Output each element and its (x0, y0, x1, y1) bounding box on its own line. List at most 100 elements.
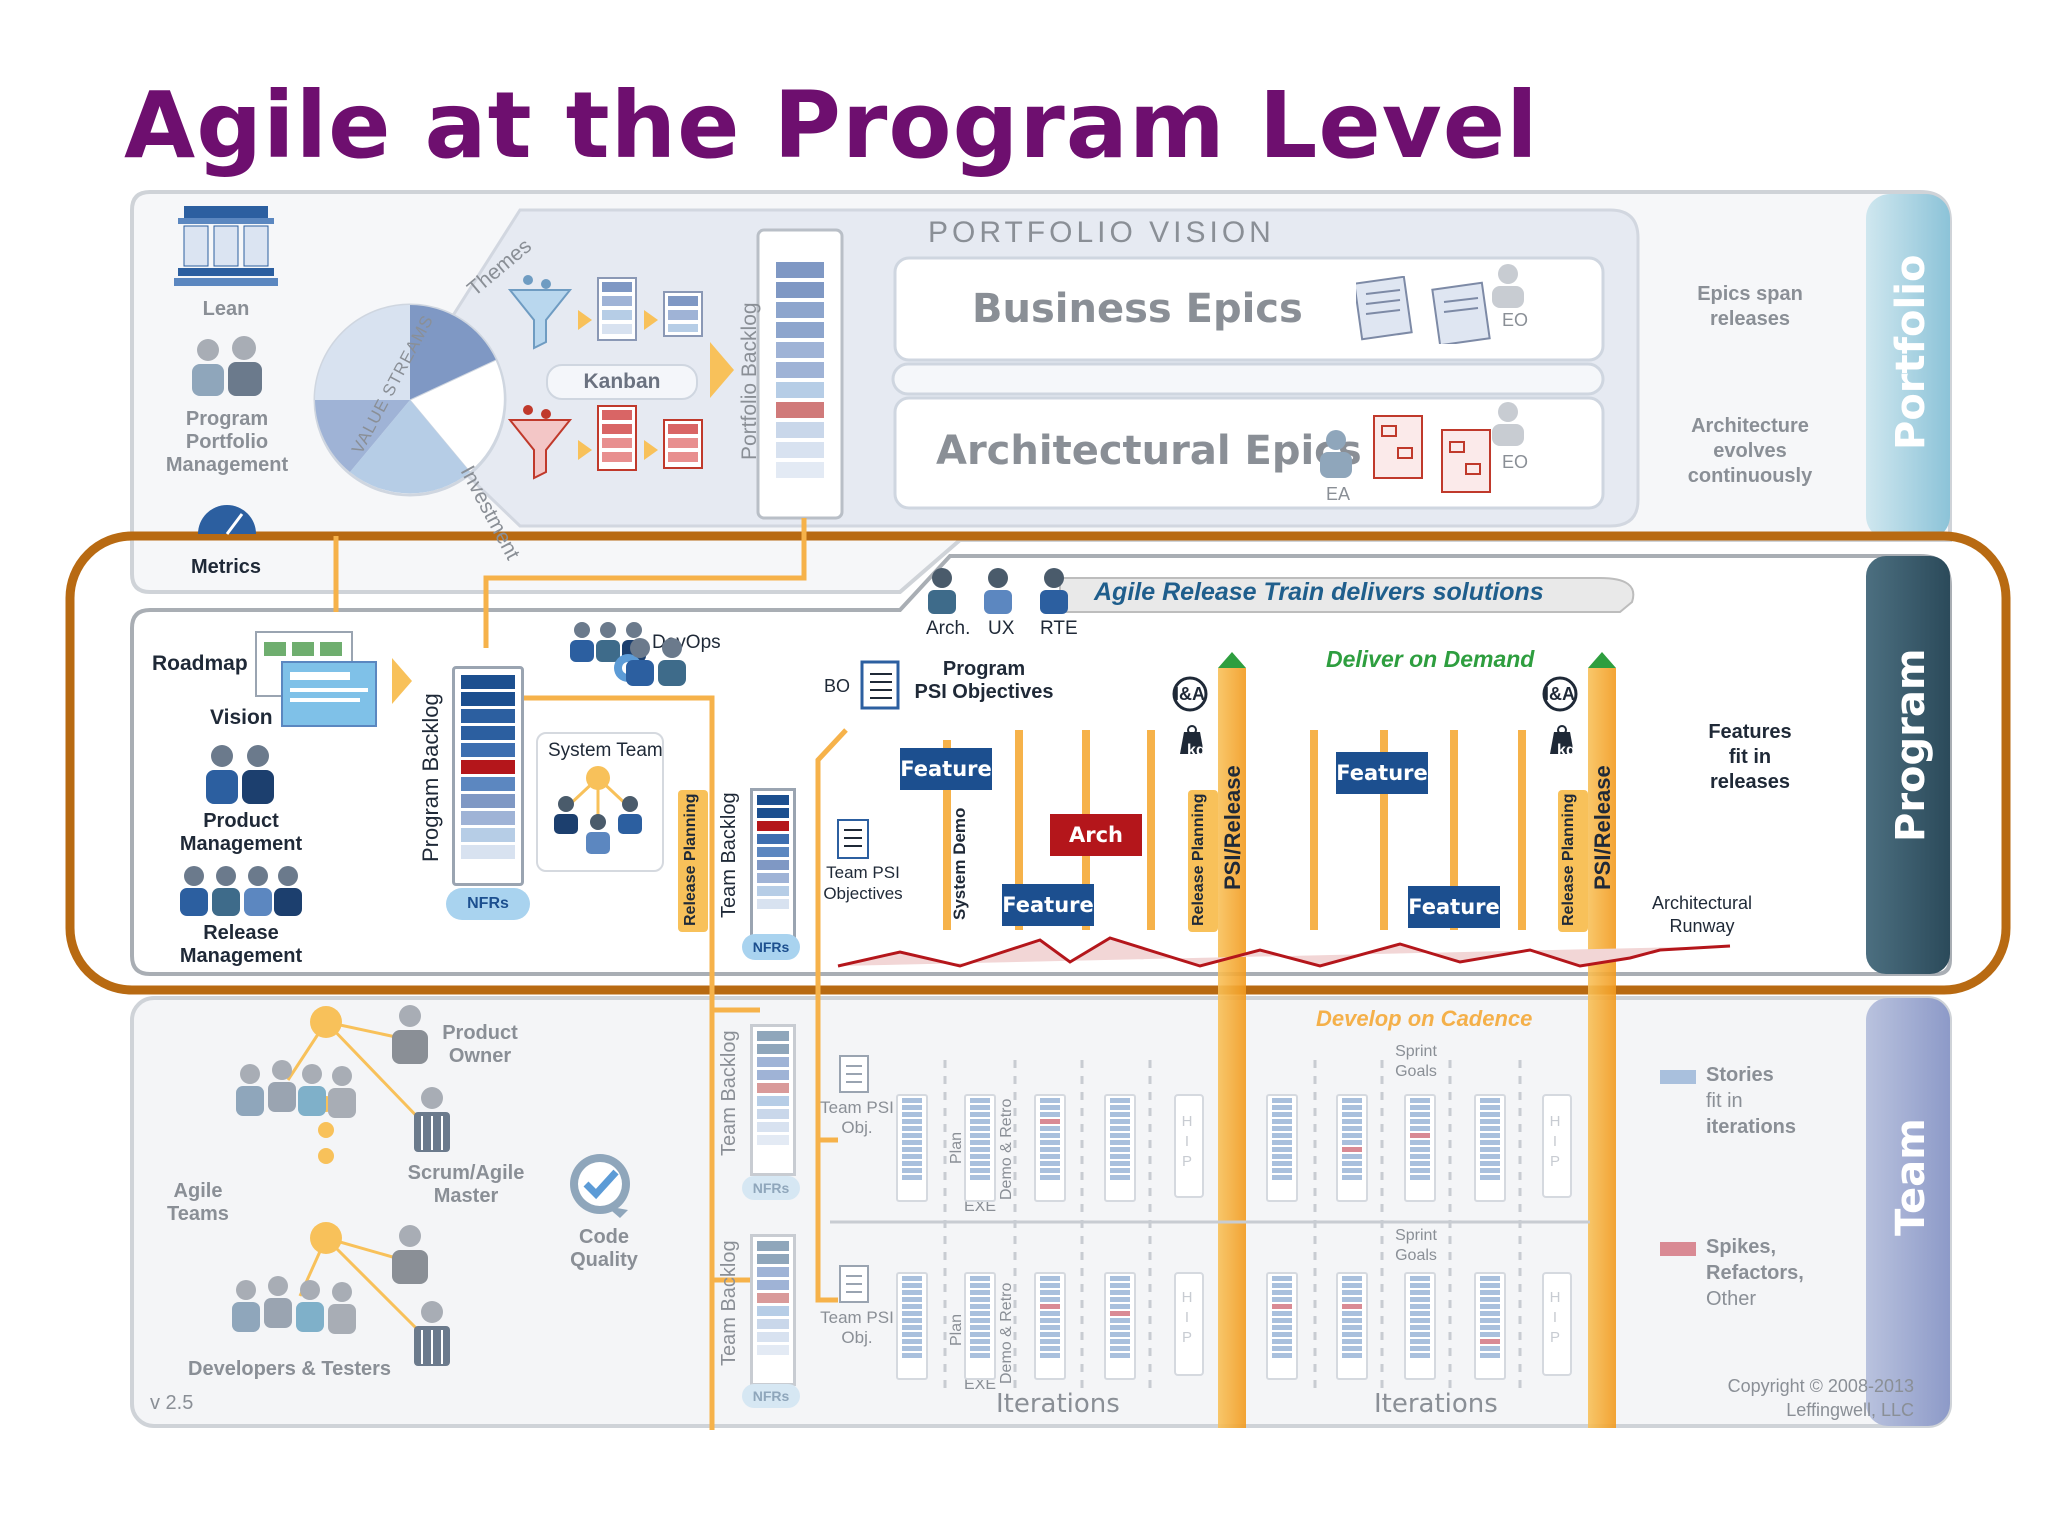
program-nfrs-badge: NFRs (446, 888, 530, 920)
features-fit-note-line-1: Features (1708, 721, 1792, 743)
feature-block-2: Feature (1002, 884, 1094, 926)
iteration-stack (1336, 1094, 1368, 1202)
product-management-label-line-2: Management (179, 833, 303, 855)
team-psi-obj-label-1-line-1: Team PSI (820, 1098, 894, 1117)
business-epic-documents-icon (1356, 276, 1491, 344)
stories-legend-line-1: Stories (1706, 1064, 1774, 1086)
portfolio-backlog-stack (776, 262, 824, 482)
team-dot-2 (318, 1122, 334, 1138)
deliver-on-demand-label: Deliver on Demand (1326, 646, 1535, 672)
kanban-funnels-icon (507, 275, 703, 480)
hip-label-2: H I P (1549, 1113, 1561, 1170)
program-psi-objectives-label: Program PSI Objectives (894, 658, 1074, 704)
code-quality-label-line-2: Quality (570, 1249, 638, 1271)
team-dot-3 (318, 1148, 334, 1164)
system-demo-label: System Demo (950, 807, 969, 920)
iteration-stack (1404, 1272, 1436, 1380)
team-backlog-column-1 (750, 1024, 796, 1176)
program-team-backlog-label: Team Backlog (718, 792, 740, 918)
rte-role-label: RTE (1040, 618, 1078, 639)
iteration-stack (1404, 1094, 1436, 1202)
epics-span-note-line-3: releases (1709, 308, 1791, 330)
release-management-label-line-1: Release (203, 922, 279, 944)
arch-ux-rte-people-icon (928, 568, 1068, 614)
architecture-evolves-note-line-3: continuously (1687, 465, 1813, 487)
product-owner-label: Product Owner (430, 1022, 530, 1068)
team-psi-obj-label-2-line-2: Obj. (841, 1328, 873, 1347)
lean-label: Lean (202, 298, 250, 320)
ppm-label-line-2: Portfolio (185, 431, 269, 453)
team-backlog-label-2: Team Backlog (718, 1240, 740, 1366)
architecture-evolves-note-line-1: Architecture (1691, 415, 1809, 437)
sprint-goals-label-2-line-2: Goals (1395, 1247, 1437, 1264)
ia-label-2: I&A (1544, 684, 1575, 704)
hip-box-1 (1174, 1094, 1204, 1198)
bo-person-icon (626, 638, 686, 686)
iteration-stack (1336, 1272, 1368, 1380)
program-backlog-label: Program Backlog (418, 693, 443, 862)
agile-teams-label-line-1: Agile (173, 1180, 223, 1202)
copyright-line-2: Leffingwell, LLC (1786, 1400, 1914, 1420)
agile-teams-label: Agile Teams (156, 1180, 240, 1226)
psi-pillar-1-top (1218, 652, 1246, 668)
architecture-evolves-note: Architecture evolves continuously (1650, 414, 1850, 489)
ea-label: EA (1326, 484, 1351, 504)
psi-pillar-1 (1218, 668, 1246, 1428)
exe-label-2: EXE (964, 1376, 997, 1393)
business-epics-box (893, 256, 1605, 362)
vision-label: Vision (210, 706, 273, 729)
epics-divider-bar (891, 362, 1605, 396)
hip-box-2 (1542, 1094, 1572, 1198)
feature-block-4: Feature (1408, 886, 1500, 928)
enterprise-architect-person-icon (1320, 430, 1352, 478)
program-team-backlog-column (750, 788, 796, 944)
iteration-stack (896, 1272, 928, 1380)
architectural-runway-line (837, 936, 1731, 968)
portfolio-backlog-label: Portfolio Backlog (738, 302, 761, 460)
team-band-tab (1866, 998, 1950, 1426)
iteration-stack (1474, 1094, 1506, 1202)
product-owner-label-line-2: Owner (448, 1045, 512, 1067)
value-streams-wheel (313, 303, 507, 497)
program-team-nfrs-badge: NFRs (742, 934, 800, 960)
inspect-adapt-icon-2 (1542, 676, 1578, 754)
agile-team-2-people-icon (232, 1276, 356, 1334)
hip-box-3 (1174, 1272, 1204, 1376)
scrum-master-label-line-2: Master (433, 1185, 499, 1207)
kg-label-1: kg (1187, 742, 1206, 759)
program-psi-objectives-doc-icon (860, 660, 900, 710)
system-team-people-icon (554, 766, 642, 854)
demo-retro-label-2: Demo & Retro (998, 1282, 1015, 1384)
release-planning-label-2: Release Planning (1190, 793, 1207, 927)
code-quality-check-icon (570, 1154, 630, 1218)
arch-role-label: Arch. (926, 618, 971, 639)
program-backlog-column (452, 666, 524, 886)
sprint-goals-label-2-line-1: Sprint (1395, 1227, 1437, 1244)
team-psi-obj-label-1: Team PSI Obj. (820, 1098, 894, 1138)
team-psi-objectives-label-line-2: Objectives (823, 884, 903, 903)
iteration-stack (896, 1094, 928, 1202)
program-psi-objectives-label-line-2: PSI Objectives (914, 681, 1054, 703)
bo-label: BO (824, 676, 851, 696)
portfolio-vision-label: PORTFOLIO VISION (928, 216, 1275, 249)
program-highlight-frame (65, 531, 2011, 995)
features-fit-note: Features fit in releases (1660, 720, 1840, 795)
ppm-label-line-1: Program (185, 408, 269, 430)
version-label: v 2.5 (150, 1392, 194, 1414)
develop-on-cadence-label: Develop on Cadence (1316, 1006, 1533, 1031)
stories-legend-line-2: fit in (1706, 1090, 1743, 1112)
lean-temple-icon (174, 206, 278, 286)
iteration-stack (964, 1272, 996, 1380)
release-management-label: Release Management (162, 922, 320, 968)
copyright-line-1: Copyright © 2008-2013 (1727, 1376, 1914, 1396)
team-psi-obj-doc-icon-2 (839, 1265, 869, 1303)
iteration-stack (1266, 1094, 1298, 1202)
architecture-evolves-note-line-2: evolves (1713, 440, 1787, 462)
product-management-label: Product Management (162, 810, 320, 856)
features-fit-note-line-2: fit in (1728, 746, 1772, 768)
team-separators (830, 1060, 1590, 1390)
team-psi-objectives-label: Team PSI Objectives (818, 862, 908, 904)
program-psi-objectives-label-line-1: Program (942, 658, 1026, 680)
psi-pillar-2-top (1588, 652, 1616, 668)
sprint-goals-label-1: Sprint Goals (1382, 1042, 1450, 1082)
